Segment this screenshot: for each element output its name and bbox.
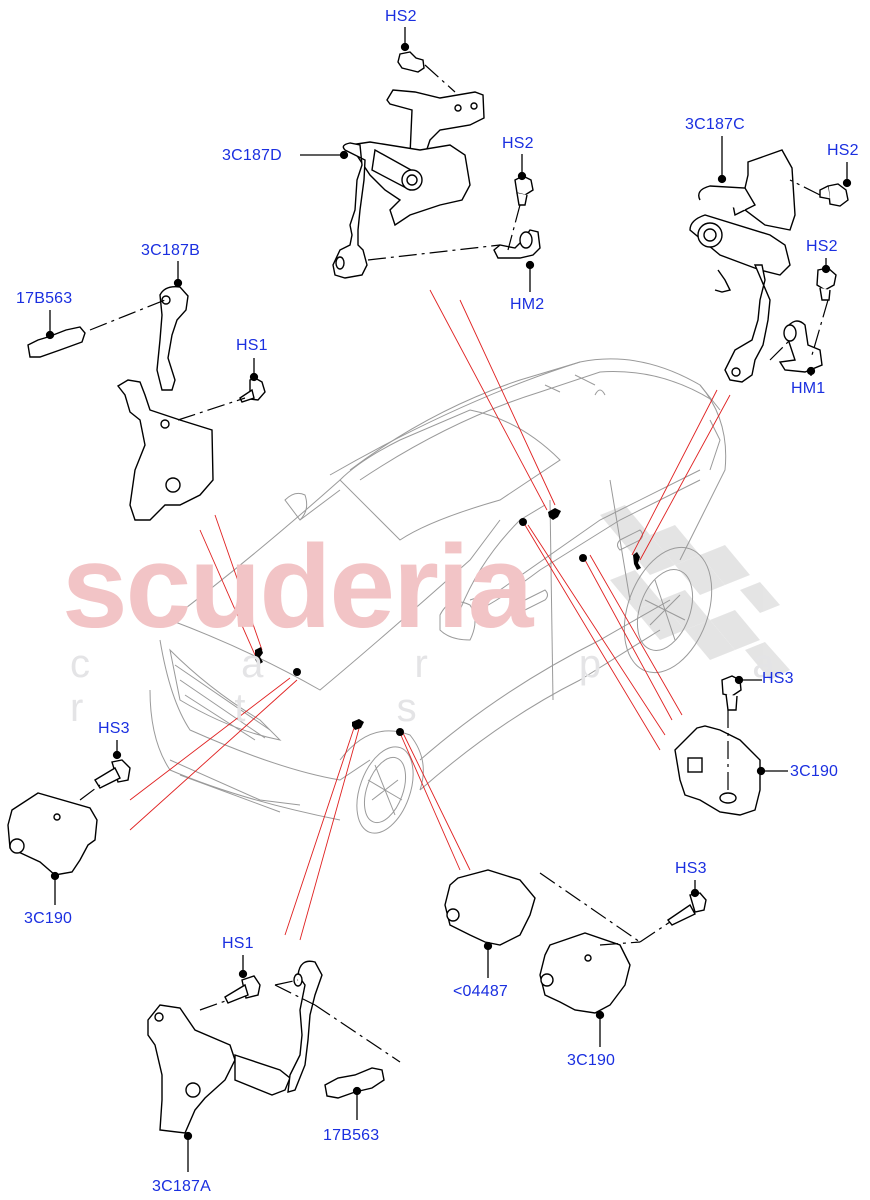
callout-hs2-right-lower[interactable]: HS2 bbox=[806, 238, 838, 255]
watermark-flag bbox=[600, 505, 790, 680]
callout-hs3-right[interactable]: HS3 bbox=[762, 670, 794, 687]
part-04487-module[interactable] bbox=[444, 869, 536, 946]
reference-lines bbox=[129, 289, 731, 941]
callout-3c187b[interactable]: 3C187B bbox=[141, 242, 201, 259]
part-3c187b-sensor[interactable] bbox=[27, 285, 266, 521]
part-3c187c-sensor[interactable] bbox=[689, 149, 849, 383]
callout-hs3-bottom[interactable]: HS3 bbox=[675, 860, 707, 877]
part-hm2-bracket[interactable] bbox=[493, 175, 541, 259]
callout-hs2-right[interactable]: HS2 bbox=[827, 142, 859, 159]
callout-3c187d[interactable]: 3C187D bbox=[222, 147, 282, 164]
callout-hs1-top[interactable]: HS1 bbox=[236, 337, 268, 354]
callout-3c190-right[interactable]: 3C190 bbox=[790, 763, 839, 780]
callout-hm1[interactable]: HM1 bbox=[791, 380, 826, 397]
callout-hm2[interactable]: HM2 bbox=[510, 296, 545, 313]
callout-3c190-left[interactable]: 3C190 bbox=[24, 910, 73, 927]
part-3c187a-sensor[interactable] bbox=[147, 960, 385, 1134]
callout-04487[interactable]: <04487 bbox=[453, 983, 509, 1000]
callout-17b563-bottom[interactable]: 17B563 bbox=[323, 1127, 380, 1144]
part-3c187d-sensor[interactable] bbox=[332, 51, 485, 279]
callout-17b563-top[interactable]: 17B563 bbox=[16, 290, 73, 307]
assembly-lines bbox=[79, 64, 829, 1063]
car-outline bbox=[149, 358, 727, 834]
leader-lines bbox=[45, 27, 852, 1172]
callout-hs3-left[interactable]: HS3 bbox=[98, 720, 130, 737]
callout-hs2-mid[interactable]: HS2 bbox=[502, 135, 534, 152]
part-3c190-left-module[interactable] bbox=[7, 759, 131, 876]
callout-3c190-bottom[interactable]: 3C190 bbox=[567, 1052, 616, 1069]
part-3c190-bottom-module[interactable] bbox=[539, 892, 707, 1014]
callout-3c187c[interactable]: 3C187C bbox=[685, 116, 745, 133]
callout-hs2-top[interactable]: HS2 bbox=[385, 8, 417, 25]
callout-hs1-bottom[interactable]: HS1 bbox=[222, 935, 254, 952]
callout-3c187a[interactable]: 3C187A bbox=[152, 1178, 212, 1195]
part-3c190-right-module[interactable] bbox=[674, 675, 761, 816]
sensor-locations bbox=[255, 508, 641, 736]
